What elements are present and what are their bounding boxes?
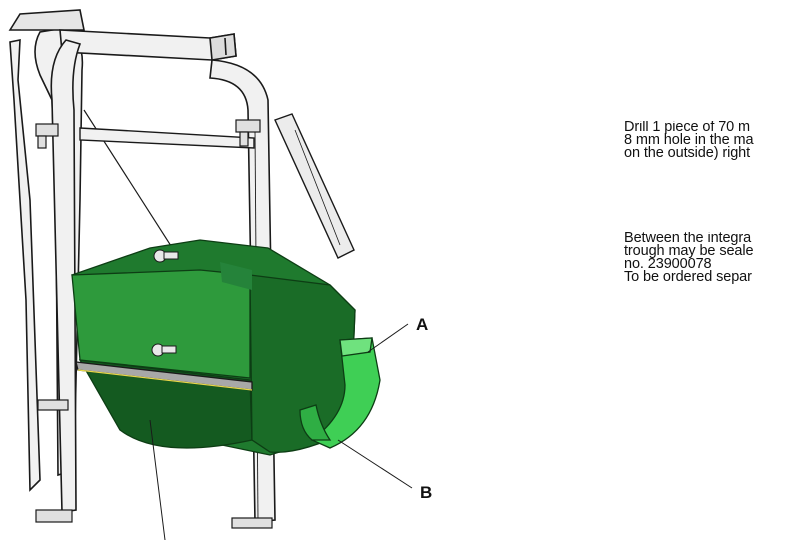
seal-note-line: Between the integra (624, 232, 752, 246)
drill-note-line: 8 mm hole in the ma (624, 132, 754, 148)
seal-note-line: trough may be seale (624, 243, 754, 259)
seal-note-line: To be ordered separ (624, 269, 752, 284)
elbow-fitting (299, 337, 381, 449)
seal-note: Between the integra trough may be seale … (624, 232, 802, 284)
upper-rail (79, 127, 255, 149)
leader-a (367, 323, 409, 353)
support-arm (274, 113, 355, 259)
callout-label-a: A (416, 315, 429, 334)
top-crossbar (59, 29, 237, 61)
left-post (50, 39, 82, 513)
seal-note-line: no. 23900078 (624, 256, 712, 272)
leader-b (337, 439, 413, 489)
callout-label-b: B (420, 483, 433, 502)
feeding-trough (71, 239, 356, 456)
drill-note-line: Drill 1 piece of 70 m (624, 121, 751, 135)
leader-lines (149, 323, 413, 540)
leader-bottom (149, 419, 166, 540)
drill-note: Drill 1 piece of 70 m 8 mm hole in the m… (624, 121, 802, 160)
drill-note-line: on the outside) right (624, 145, 751, 160)
frame-clamps (35, 119, 273, 529)
